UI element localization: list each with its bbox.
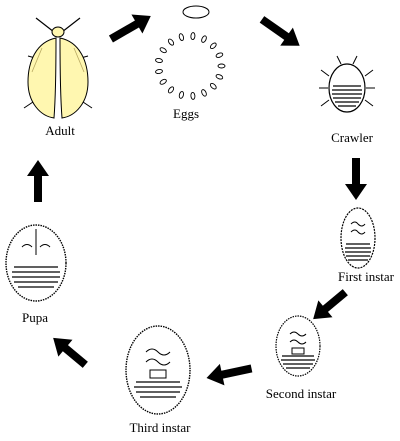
third-instar-illustration (125, 325, 191, 415)
arrow-crawler-to-first-instar (345, 158, 367, 200)
arrow-pupa-to-adult (27, 160, 49, 202)
crawler-illustration (319, 55, 375, 113)
egg (155, 57, 163, 64)
egg (159, 47, 167, 54)
label-eggs: Eggs (173, 106, 199, 121)
adult-illustration (23, 17, 93, 119)
arrow-third-instar-to-pupa (53, 337, 88, 368)
egg-ring (155, 32, 226, 100)
egg (209, 82, 217, 90)
label-third-instar: Third instar (129, 420, 191, 435)
egg (215, 52, 224, 58)
arrow-eggs-to-crawler (259, 16, 300, 46)
label-adult: Adult (45, 123, 75, 138)
arrow-first-to-second-instar (313, 289, 348, 320)
label-crawler: Crawler (331, 130, 374, 145)
egg (167, 86, 175, 94)
eggs-illustration (155, 5, 226, 100)
egg (209, 42, 217, 50)
egg (155, 68, 163, 75)
label-pupa: Pupa (22, 310, 48, 325)
egg (190, 32, 196, 41)
egg (159, 78, 167, 85)
second-instar-illustration (275, 315, 321, 377)
egg (167, 38, 175, 46)
egg (201, 35, 207, 43)
arrow-second-to-third-instar (206, 363, 253, 386)
label-first-instar: First instar (338, 269, 395, 284)
pupa-illustration (5, 224, 67, 302)
egg (217, 63, 226, 69)
first-instar-illustration (340, 207, 376, 269)
cycle-arrows (27, 14, 367, 386)
egg (201, 89, 207, 97)
egg (178, 33, 184, 41)
egg (215, 74, 224, 80)
label-second-instar: Second instar (266, 386, 337, 401)
arrow-adult-to-eggs (108, 14, 151, 43)
egg (178, 91, 184, 99)
egg (190, 91, 196, 100)
